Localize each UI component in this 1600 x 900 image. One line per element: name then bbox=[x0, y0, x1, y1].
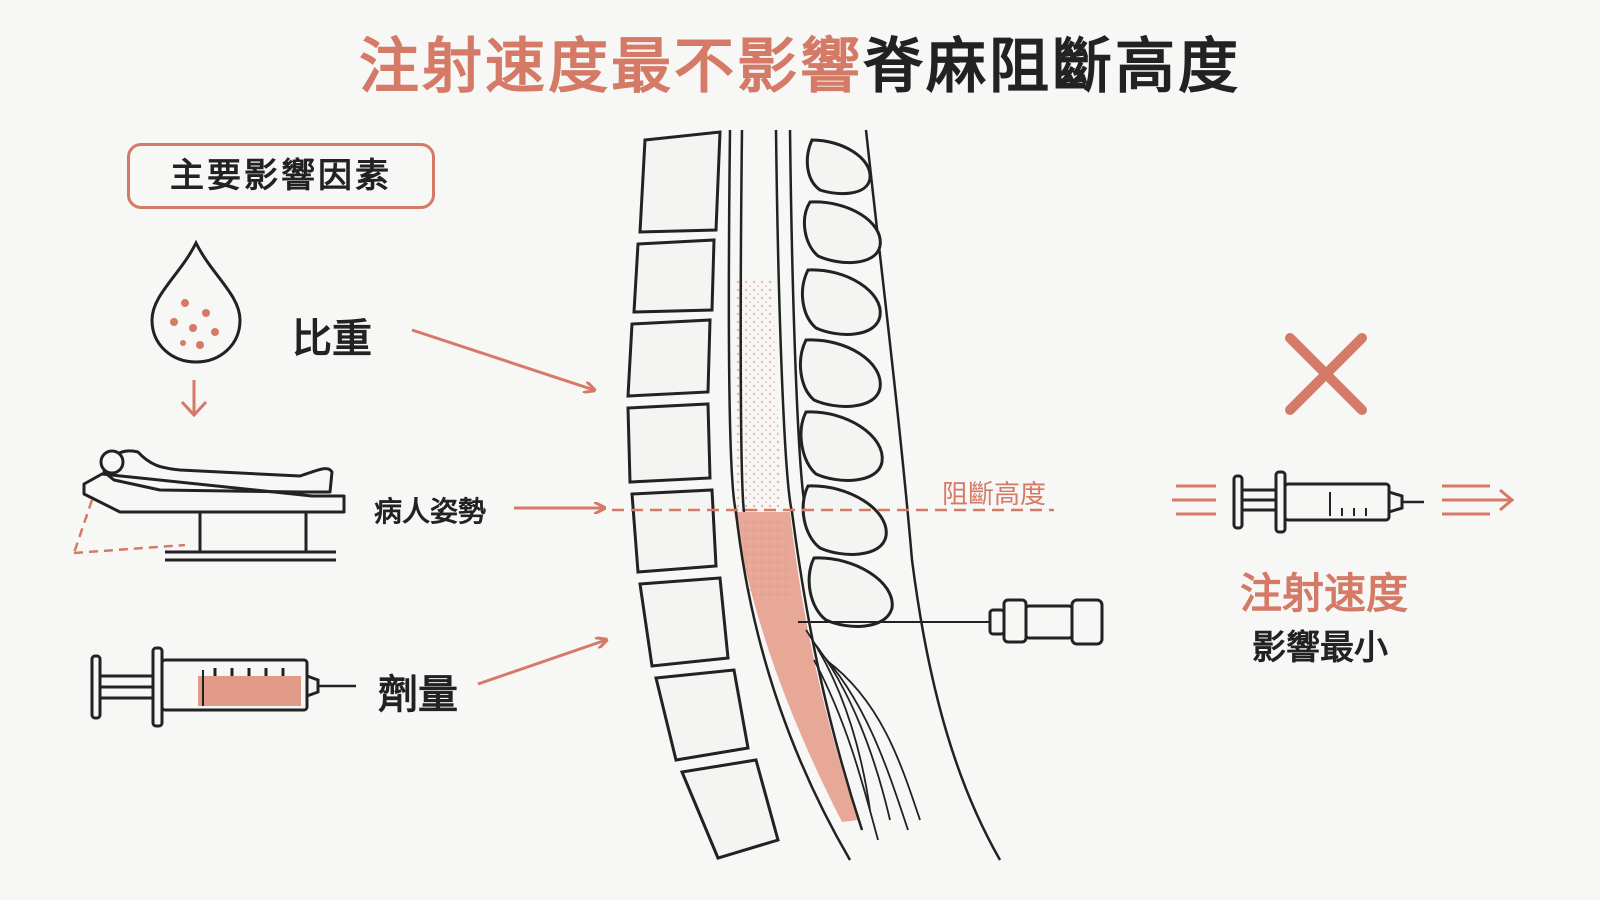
factor-density-label: 比重 bbox=[292, 316, 372, 362]
down-arrow-icon bbox=[180, 380, 208, 418]
tilt-angle-icon bbox=[72, 499, 186, 555]
factors-heading-box: 主要影響因素 bbox=[127, 143, 435, 209]
density-arrow bbox=[411, 328, 594, 390]
page-title: 注射速度最不影響脊麻阻斷高度 bbox=[0, 18, 1600, 105]
dose-arrow bbox=[477, 640, 606, 686]
minimal-effect-label: 影響最小 bbox=[1252, 628, 1388, 668]
block-level-label: 阻斷高度 bbox=[942, 480, 1047, 510]
title-accent: 注射速度最不影響 bbox=[359, 32, 863, 102]
factor-posture-label: 病人姿勢 bbox=[374, 495, 487, 528]
injection-speed-label: 注射速度 bbox=[1240, 569, 1409, 618]
droplet-icon bbox=[150, 239, 242, 364]
x-mark-icon bbox=[1285, 333, 1367, 415]
syringe-icon bbox=[1232, 470, 1424, 534]
speed-lines-icon bbox=[1172, 484, 1515, 516]
reclined-patient-icon bbox=[82, 449, 346, 562]
syringe-icon bbox=[90, 646, 356, 728]
factor-dose-label: 劑量 bbox=[378, 672, 458, 718]
spinal-needle-icon bbox=[798, 598, 1104, 646]
spine-illustration bbox=[612, 129, 1054, 861]
title-dark: 脊麻阻斷高度 bbox=[863, 32, 1241, 102]
